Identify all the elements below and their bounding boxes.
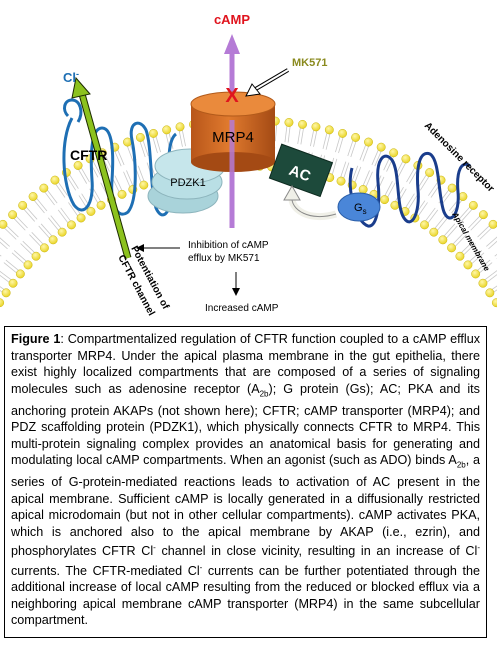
- gs-label: Gs: [354, 202, 367, 216]
- lipid-head: [401, 154, 411, 164]
- lipid-head: [73, 161, 83, 170]
- lipid-head: [336, 176, 346, 186]
- lipid-head: [162, 125, 172, 135]
- lipid-head: [76, 213, 86, 223]
- lipid-head: [39, 243, 49, 253]
- lipid-head: [447, 243, 457, 253]
- lipid-head: [67, 220, 76, 230]
- lipid-head: [28, 192, 38, 201]
- lipid-head: [455, 251, 465, 261]
- lipid-head: [364, 137, 373, 147]
- lipid-head: [48, 235, 58, 245]
- lipid-head: [39, 183, 49, 193]
- camp-top-label: cAMP: [214, 12, 250, 27]
- cftr-channel: [62, 98, 178, 217]
- gs-to-ac-arrowhead: [283, 184, 301, 201]
- lipid-head: [438, 235, 448, 245]
- lipid-head: [485, 288, 495, 298]
- lipid-head: [390, 200, 400, 210]
- mrp4-label: MRP4: [212, 129, 254, 146]
- lipid-head: [478, 210, 488, 220]
- lipid-head: [96, 200, 106, 210]
- figure-caption: Figure 1: Compartmentalized regulation o…: [4, 326, 487, 638]
- increased-camp-label: Increased cAMP: [205, 303, 279, 314]
- gs-protein: [337, 192, 381, 222]
- lipid-head: [0, 298, 5, 308]
- lipid-head: [380, 195, 389, 205]
- lipid-head: [86, 207, 96, 216]
- superscript: -: [477, 543, 480, 553]
- lipid-head: [0, 219, 8, 229]
- figure-diagram: cAMP Cl- MK571 X MRP4 CFTR PDZK1 AC Gs A…: [0, 12, 497, 318]
- lipid-head: [471, 269, 481, 279]
- lipid-head: [57, 227, 67, 237]
- mk571-label: MK571: [292, 57, 327, 69]
- superscript: -: [199, 562, 203, 572]
- lipid-head: [117, 189, 127, 199]
- pdzk1-label: PDZK1: [170, 177, 205, 189]
- lipid-head: [8, 210, 18, 220]
- lipid-head: [284, 118, 294, 127]
- cl-label: Cl-: [63, 69, 79, 85]
- lipid-head: [23, 260, 33, 270]
- lipid-head: [1, 288, 11, 298]
- lipid-head: [298, 119, 307, 129]
- lipid-head: [324, 125, 334, 135]
- lipid-head: [149, 128, 158, 138]
- lipid-head: [18, 200, 28, 210]
- caption-label: Figure 1: [11, 332, 61, 346]
- lipid-head: [389, 148, 399, 158]
- cftr-label: CFTR: [70, 147, 107, 163]
- lipid-head: [175, 122, 185, 132]
- lipid-head: [425, 168, 435, 178]
- superscript: -: [153, 543, 156, 553]
- caption-text: : Compartmentalized regulation of CFTR f…: [11, 332, 480, 628]
- lipid-tail: [486, 236, 497, 247]
- lipid-tail: [0, 254, 2, 257]
- lipid-head: [376, 142, 386, 152]
- lipid-head: [420, 220, 429, 230]
- lipid-head: [488, 219, 497, 229]
- lipid-tail: [488, 240, 497, 250]
- subscript: 2b: [259, 389, 269, 399]
- lipid-head: [491, 298, 497, 308]
- lipid-head: [139, 180, 149, 190]
- lipid-head: [447, 183, 457, 193]
- lipid-head: [135, 133, 145, 142]
- lipid-head: [358, 185, 368, 194]
- lipid-head: [351, 133, 361, 142]
- mrp4-transporter: [190, 91, 276, 172]
- lipid-head: [429, 227, 439, 237]
- inhibition-line-1: Inhibition of cAMP: [188, 240, 269, 251]
- lipid-head: [8, 278, 18, 288]
- inhibit-x-mark: X: [225, 85, 239, 107]
- inhibition-line-2: efflux by MK571: [188, 253, 260, 264]
- lipid-head: [31, 251, 41, 261]
- lipid-tail: [0, 241, 8, 250]
- lipid-head: [338, 128, 347, 138]
- lipid-head: [468, 200, 478, 210]
- lipid-head: [478, 278, 488, 288]
- subscript: 2b: [456, 460, 466, 470]
- ac-enzyme: [268, 143, 334, 198]
- lipid-head: [15, 269, 25, 279]
- lipid-head: [463, 260, 473, 270]
- ac-label: AC: [287, 162, 313, 185]
- adenosine-receptor-helices: [348, 151, 471, 228]
- lipid-head: [458, 192, 468, 201]
- lipid-tail: [0, 237, 10, 247]
- lipid-head: [311, 122, 321, 132]
- lipid-head: [50, 175, 60, 185]
- cl-efflux-arrow: [71, 76, 132, 259]
- mk571-arrow: [245, 68, 290, 97]
